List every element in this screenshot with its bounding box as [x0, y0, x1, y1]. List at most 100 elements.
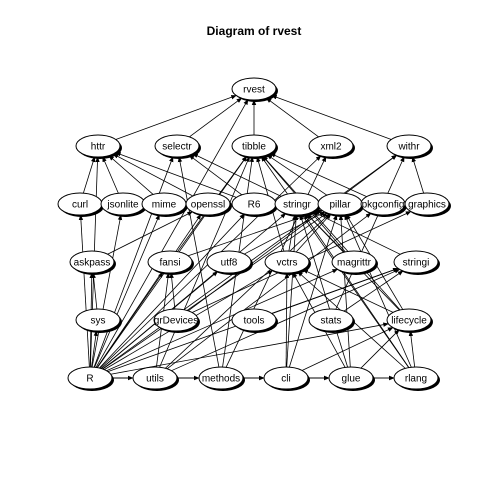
- node-label: rlang: [405, 374, 427, 385]
- edge-R-to-curl: [78, 214, 90, 368]
- edge-R-to-magrittr: [106, 268, 338, 372]
- node-pillar: pillar: [317, 192, 364, 217]
- edge-rlang-to-stringr: [303, 213, 410, 368]
- node-graphics: graphics: [404, 192, 451, 217]
- node-label: stringr: [283, 200, 311, 211]
- node-mime: mime: [141, 192, 188, 217]
- node-label: tools: [243, 316, 264, 327]
- node-label: stats: [320, 316, 341, 327]
- node-lifecycle: lifecycle: [386, 308, 433, 333]
- edge-R-to-jsonlite: [91, 214, 123, 368]
- node-ellipse: [75, 134, 121, 158]
- node-selectr: selectr: [154, 134, 201, 159]
- node-R6: R6: [231, 192, 278, 217]
- node-label: cli: [281, 374, 290, 385]
- edge-grDevices-to-fansi: [169, 272, 176, 310]
- node-label: utils: [146, 374, 164, 385]
- node-ellipse: [67, 366, 113, 390]
- edge-R-to-fansi: [96, 271, 164, 368]
- edge-mime-to-httr: [108, 155, 154, 195]
- edge-curl-to-httr: [82, 156, 96, 194]
- edge-cli-to-vctrs: [284, 272, 290, 368]
- node-R: R: [67, 366, 114, 391]
- node-ellipse: [132, 366, 178, 390]
- edge-askpass-to-openssl: [107, 211, 193, 255]
- node-label: lifecycle: [391, 316, 427, 327]
- node-ellipse: [231, 308, 277, 332]
- node-ellipse: [153, 308, 199, 332]
- node-withr: withr: [386, 134, 433, 159]
- edge-pillar-to-tibble: [266, 154, 328, 196]
- edge-vctrs-to-pillar: [295, 213, 332, 253]
- node-label: xml2: [320, 142, 342, 153]
- edge-rlang-to-pillar: [344, 214, 412, 368]
- node-jsonlite: jsonlite: [100, 192, 147, 217]
- node-utils: utils: [132, 366, 179, 391]
- node-label: magrittr: [337, 258, 372, 269]
- edge-jsonlite-to-httr: [102, 156, 119, 194]
- node-label: vctrs: [276, 258, 297, 269]
- node-label: graphics: [408, 200, 446, 211]
- node-label: utf8: [221, 258, 238, 269]
- node-askpass: askpass: [69, 250, 116, 275]
- edge-R-to-R6: [99, 213, 246, 369]
- node-tibble: tibble: [231, 134, 278, 159]
- edge-R6-to-selectr: [188, 154, 243, 196]
- edge-cli-to-pillar: [288, 214, 338, 368]
- node-label: mime: [152, 200, 177, 211]
- edge-cli-to-lifecycle: [301, 327, 394, 371]
- node-ellipse: [328, 366, 374, 390]
- node-ellipse: [393, 250, 439, 274]
- node-ellipse: [331, 250, 377, 274]
- edge-httr-to-rvest: [115, 95, 237, 140]
- node-utf8: utf8: [206, 250, 253, 275]
- edge-utils-to-stringi: [171, 268, 401, 372]
- edge-withr-to-rvest: [271, 95, 392, 140]
- edge-glue-to-pillar: [338, 214, 351, 368]
- node-methods: methods: [198, 366, 245, 391]
- edge-xml2-to-rvest: [265, 97, 319, 138]
- node-curl: curl: [57, 192, 104, 217]
- node-label: glue: [342, 374, 361, 385]
- node-label: R6: [248, 200, 261, 211]
- node-magrittr: magrittr: [331, 250, 378, 275]
- node-label: pkgconfig: [362, 200, 405, 211]
- node-label: jsonlite: [106, 200, 139, 211]
- edge-utils-to-pillar: [165, 213, 331, 369]
- node-ellipse: [393, 366, 439, 390]
- edge-stats-to-stringi: [343, 270, 404, 312]
- node-ellipse: [308, 134, 354, 158]
- node-label: askpass: [74, 258, 111, 269]
- node-glue: glue: [328, 366, 375, 391]
- node-ellipse: [206, 250, 252, 274]
- edge-graphics-to-withr: [411, 156, 425, 194]
- node-label: methods: [202, 374, 240, 385]
- node-label: stringi: [403, 258, 430, 269]
- node-label: selectr: [162, 142, 192, 153]
- node-ellipse: [264, 250, 310, 274]
- edge-vctrs-to-stringr: [288, 214, 297, 252]
- node-ellipse: [263, 366, 309, 390]
- node-xml2: xml2: [308, 134, 355, 159]
- edge-grDevices-to-withr: [188, 154, 398, 312]
- edge-openssl-to-httr: [112, 153, 194, 197]
- node-grDevices: grDevices: [153, 308, 200, 333]
- node-rvest: rvest: [231, 77, 278, 102]
- edge-R-to-sys: [91, 330, 99, 368]
- node-cli: cli: [263, 366, 310, 391]
- node-sys: sys: [75, 308, 122, 333]
- node-ellipse: [147, 250, 193, 274]
- node-label: tibble: [242, 142, 266, 153]
- edge-rlang-to-lifecycle: [408, 330, 416, 368]
- node-ellipse: [231, 134, 277, 158]
- node-ellipse: [75, 308, 121, 332]
- node-ellipse: [308, 308, 354, 332]
- edge-stats-to-withr: [335, 156, 405, 310]
- edge-stringr-to-selectr: [192, 153, 282, 197]
- node-rlang: rlang: [393, 366, 440, 391]
- edge-lifecycle-to-tibble: [262, 155, 401, 311]
- node-vctrs: vctrs: [264, 250, 311, 275]
- node-ellipse: [69, 250, 115, 274]
- edge-utf8-to-pillar: [244, 211, 326, 255]
